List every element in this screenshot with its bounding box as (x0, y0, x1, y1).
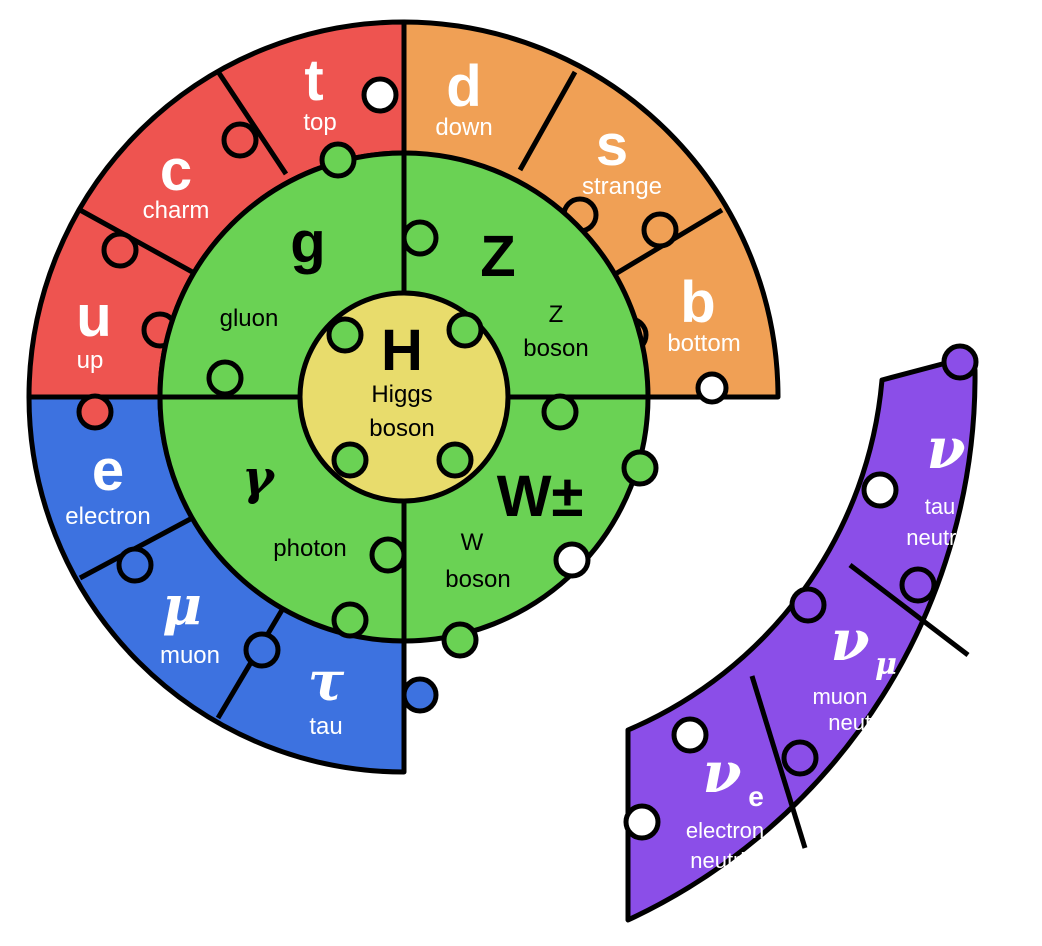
particle-gluon: g gluon (220, 210, 326, 332)
name-strange: strange (582, 173, 662, 200)
symbol-up: u (76, 284, 111, 349)
symbol-bottom: b (680, 270, 715, 335)
name-electron-neutrino-line1: electron (686, 818, 764, 843)
subscript-electron-neutrino: e (748, 781, 764, 812)
name-muon-neutrino-line2: neutrino (828, 710, 908, 735)
symbol-muon-neutrino: ν (831, 608, 870, 674)
name-bottom: bottom (667, 330, 740, 357)
name-higgs-line2: boson (369, 415, 434, 442)
leptons-ring (26, 393, 439, 775)
symbol-w-boson: W± (497, 464, 584, 529)
name-muon-neutrino-line1: muon (812, 684, 867, 709)
particle-electron: e electron (65, 438, 150, 530)
name-w-boson-line1: W (461, 529, 484, 556)
particle-electron-neutrino: ν e electron neutrino (686, 740, 770, 873)
symbol-muon: μ (162, 573, 202, 637)
symbol-charm: c (160, 138, 192, 203)
subscript-muon-neutrino: μ (875, 647, 897, 682)
name-tau-neutrino-line2: neutrino (906, 525, 986, 550)
particle-charm: c charm (143, 138, 210, 224)
symbol-photon: γ (242, 450, 276, 506)
name-electron: electron (65, 503, 150, 530)
name-electron-neutrino-line2: neutrino (690, 848, 770, 873)
particle-tau-neutrino: ν τ tau neutrino (906, 416, 993, 550)
name-charm: charm (143, 197, 210, 224)
symbol-electron-neutrino: ν (703, 740, 742, 806)
name-z-boson-line2: boson (523, 335, 588, 362)
symbol-strange: s (596, 113, 628, 178)
quarks-up-ring (26, 19, 407, 400)
particle-higgs: H Higgs boson (369, 318, 434, 442)
name-tau: tau (309, 713, 342, 740)
higgs-piece (297, 290, 511, 504)
name-higgs-line1: Higgs (371, 381, 432, 408)
subscript-tau-neutrino: τ (972, 455, 993, 490)
particle-photon: γ photon (242, 450, 347, 562)
symbol-top: t (304, 48, 323, 113)
name-z-boson-line1: Z (549, 301, 564, 328)
name-tau-neutrino-line1: tau (925, 494, 956, 519)
particle-muon: μ muon (160, 573, 220, 669)
particle-bottom: b bottom (667, 270, 740, 357)
name-w-boson-line2: boson (445, 566, 510, 593)
symbol-down: d (446, 54, 481, 119)
name-down: down (435, 114, 492, 141)
symbol-z-boson: Z (480, 224, 515, 289)
particle-muon-neutrino: ν μ muon neutrino (812, 608, 907, 735)
symbol-gluon: g (290, 210, 325, 275)
name-up: up (77, 347, 104, 374)
particle-down: d down (435, 54, 492, 141)
name-muon: muon (160, 642, 220, 669)
particle-top: t top (303, 48, 336, 136)
symbol-electron: e (92, 438, 124, 503)
particle-z-boson: Z Z boson (480, 224, 588, 362)
particle-w-boson: W± W boson (445, 464, 583, 593)
neutrinos-arc (623, 343, 979, 923)
particle-strange: s strange (582, 113, 662, 200)
particle-up: u up (76, 284, 111, 374)
name-top: top (303, 109, 336, 136)
symbol-tau: τ (308, 649, 345, 713)
symbol-higgs: H (381, 318, 423, 383)
particle-tau: τ tau (308, 649, 345, 740)
name-gluon: gluon (220, 305, 279, 332)
symbol-tau-neutrino: ν (927, 416, 966, 482)
name-photon: photon (273, 535, 346, 562)
